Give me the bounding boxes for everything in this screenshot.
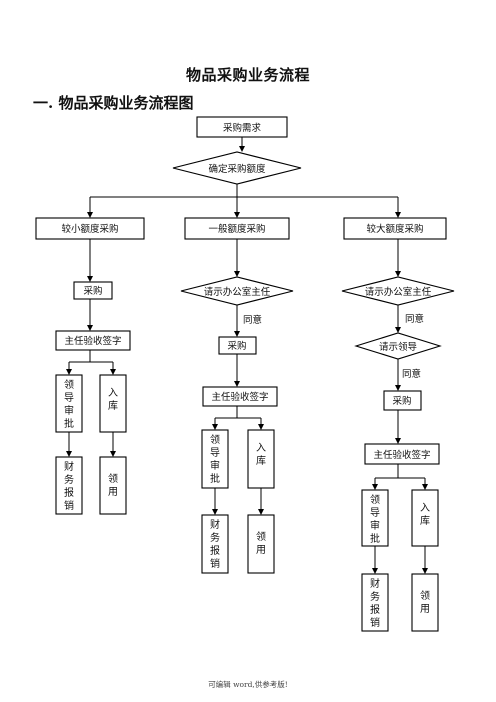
- medium-approve-box: [201, 429, 229, 489]
- large-agree1-label: 同意: [405, 313, 424, 325]
- medium-approve-label: 领导审批: [210, 433, 220, 485]
- small-use-box: [99, 456, 127, 515]
- document-title: 物品采购业务流程: [185, 66, 310, 84]
- decide-label: 确定采购额度: [208, 163, 266, 175]
- medium-sign-label: 主任验收签字: [211, 391, 268, 403]
- medium-stock-box: [247, 429, 275, 489]
- small-sign-box: [55, 330, 131, 351]
- large-sign-box: [364, 443, 440, 465]
- large-reimburse-label: 财务报销: [370, 577, 380, 629]
- large-head-label: 较大额度采购: [366, 223, 423, 235]
- large-purchase-label: 采购: [392, 395, 411, 407]
- large-ask-diamond: [341, 276, 455, 306]
- medium-use-label: 领用: [256, 530, 266, 556]
- large-reimburse-box: [361, 573, 389, 632]
- small-reimburse-label: 财务报销: [64, 460, 74, 512]
- medium-agree-label: 同意: [243, 314, 262, 326]
- large-stock-box: [411, 489, 439, 547]
- large-sign-label: 主任验收签字: [373, 449, 430, 461]
- small-purchase-label: 采购: [83, 285, 102, 297]
- small-sign-label: 主任验收签字: [64, 335, 121, 347]
- large-use-box: [411, 573, 439, 632]
- small-reimburse-box: [55, 456, 83, 515]
- large-purchase-box: [383, 390, 422, 411]
- medium-sign-box: [202, 386, 278, 407]
- section-heading: 一. 物品采购业务流程图: [33, 94, 194, 112]
- large-agree2-label: 同意: [402, 368, 421, 380]
- small-stock-label: 入库: [108, 388, 118, 412]
- medium-reimburse-label: 财务报销: [210, 518, 220, 570]
- large-use-label: 领用: [420, 589, 430, 615]
- footer-note: 可编辑 word,供参考版!: [208, 680, 288, 689]
- small-head-label: 较小额度采购: [61, 223, 118, 235]
- large-approve-box: [361, 489, 389, 547]
- small-purchase-box: [73, 281, 113, 300]
- small-approve-label: 领导审批: [64, 378, 74, 430]
- medium-use-box: [247, 514, 275, 574]
- medium-head-label: 一般额度采购: [208, 223, 265, 235]
- small-stock-box: [99, 374, 127, 433]
- medium-purchase-label: 采购: [227, 340, 246, 352]
- medium-reimburse-box: [201, 514, 229, 574]
- large-ask-leader-diamond: [354, 332, 442, 360]
- large-stock-label: 入库: [420, 503, 430, 527]
- large-ask-label: 请示办公室主任: [365, 286, 432, 298]
- large-head-box: [343, 217, 447, 240]
- medium-ask-label: 请示办公室主任: [204, 286, 271, 298]
- start-label: 采购需求: [223, 122, 262, 134]
- medium-ask-diamond: [180, 276, 294, 306]
- small-approve-box: [55, 374, 83, 433]
- small-use-label: 领用: [108, 472, 118, 498]
- large-ask-leader-label: 请示领导: [379, 341, 417, 353]
- medium-stock-label: 入库: [256, 443, 266, 467]
- large-approve-label: 领导审批: [370, 493, 380, 545]
- decide-diamond: [172, 151, 302, 185]
